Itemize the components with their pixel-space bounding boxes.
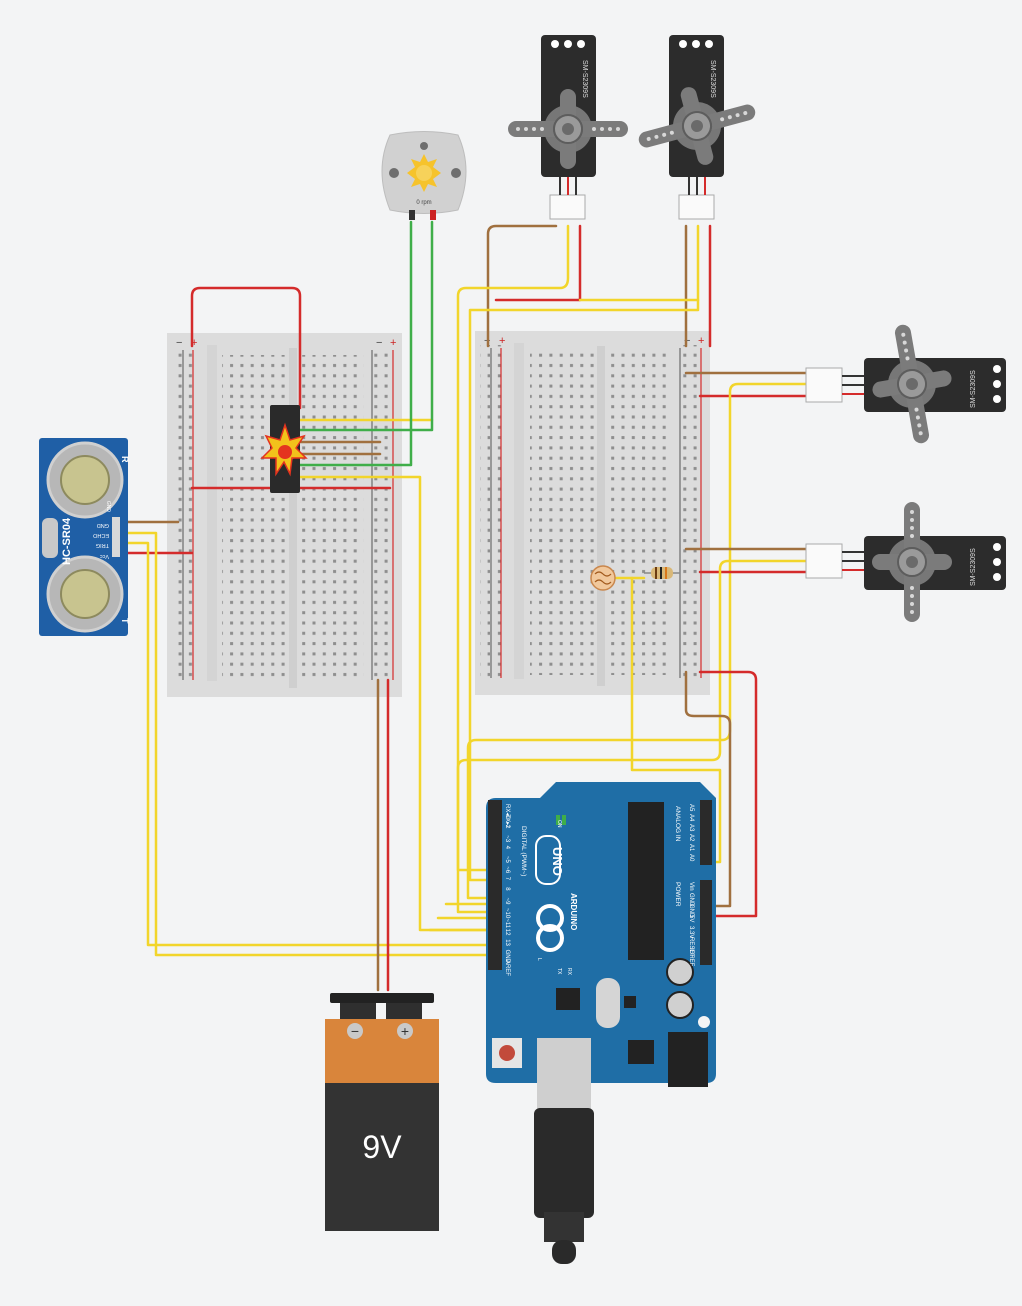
breadboard-left[interactable] — [167, 333, 402, 697]
arduino-power-pin-1: GND — [688, 893, 694, 907]
battery-minus-terminal: − — [351, 1023, 359, 1039]
bb1-rail-minus-label: − — [176, 337, 182, 349]
wires — [118, 220, 812, 992]
servo-top-1[interactable] — [507, 35, 629, 220]
breadboard-right[interactable] — [475, 331, 710, 695]
arduino-digital-pin-7: 7 — [504, 877, 510, 881]
bb1-rail-plus-label-right: + — [390, 337, 396, 349]
arduino-power-pin-6: IOREF — [688, 948, 694, 967]
servo-right-2-label: SM-S2309S — [970, 548, 977, 586]
servo-top-2-label: SM-S2309S — [709, 60, 716, 98]
battery-voltage-label: 9V — [362, 1129, 402, 1165]
motor-rpm-readout: 0 rpm — [416, 200, 431, 206]
arduino-digital-pin-2: 2 — [504, 825, 510, 829]
ultrasonic-t-mark: T — [120, 618, 130, 624]
arduino-digital-pin-8: 8 — [504, 887, 510, 891]
arduino-digital-pin-1: TX▸1 — [504, 814, 510, 829]
arduino-digital-pin-12: 12 — [504, 929, 510, 936]
ultrasonic-r-mark: R — [120, 456, 130, 463]
arduino-digital-pin-10: ~10 — [504, 908, 510, 919]
battery-plus-terminal: + — [401, 1023, 409, 1039]
arduino-on-label: ON — [556, 820, 562, 828]
servo-right-2[interactable] — [805, 501, 1006, 623]
arduino-digital-pin-6: ~6 — [504, 866, 510, 874]
arduino-digital-label: DIGITAL (PWM~) — [520, 826, 527, 876]
dc-motor[interactable] — [381, 131, 467, 221]
arduino-analog-label: ANALOG IN — [674, 806, 681, 842]
battery-9v[interactable] — [325, 993, 439, 1231]
servo-right-1[interactable] — [805, 318, 1006, 450]
arduino-led-tx: TX — [556, 968, 562, 975]
ultrasonic-pin-gnd-label: GND — [97, 522, 109, 528]
bb2-rail-plus-label-right: + — [698, 335, 704, 347]
ultrasonic-sensor[interactable] — [39, 438, 128, 636]
arduino-digital-pin-4: 4 — [504, 846, 510, 850]
arduino-digital-pin-14: GND — [504, 950, 510, 964]
arduino-power-pin-2: GND — [688, 904, 694, 918]
arduino-power-pin-0: Vin — [688, 882, 694, 891]
bb1-rail-minus-label-right: − — [376, 337, 382, 349]
arduino-analog-pin-3: A2 — [688, 834, 694, 842]
resistor[interactable] — [644, 567, 680, 579]
arduino-digital-pin-11: ~11 — [504, 918, 510, 928]
arduino-digital-pin-9: ~9 — [504, 898, 510, 906]
arduino-led-l: L — [536, 958, 542, 961]
arduino-power-pin-3: 5V — [688, 915, 694, 922]
ultrasonic-model-label: HC-SR04 — [61, 517, 73, 565]
arduino-power-label: POWER — [674, 882, 681, 907]
motor-driver-chip[interactable] — [260, 405, 308, 493]
arduino-led-rx: RX — [566, 968, 572, 976]
arduino-brand-label: ARDUINO — [569, 893, 578, 930]
servo-top-2[interactable] — [629, 35, 766, 220]
arduino-digital-pin-15: AREF — [504, 960, 510, 976]
arduino-digital-pin-5: ~5 — [504, 856, 510, 864]
arduino-digital-pin-0: RX◂0 — [504, 804, 510, 819]
arduino-uno[interactable] — [486, 782, 716, 1264]
arduino-power-pin-4: 3.3V — [688, 926, 694, 938]
servo-top-1-label: SM-S2309S — [581, 60, 588, 98]
arduino-digital-pin-13: 13 — [504, 939, 510, 946]
arduino-analog-pin-1: A4 — [688, 814, 694, 822]
arduino-analog-pin-2: A3 — [688, 824, 694, 832]
arduino-analog-pin-4: A1 — [688, 844, 694, 852]
ultrasonic-pin-trig-label: TRIG — [96, 542, 109, 548]
arduino-digital-pin-3: ~3 — [504, 835, 510, 843]
arduino-analog-pin-5: A0 — [688, 854, 694, 862]
ultrasonic-pin-labels: GND ECHO TRIG Vcc — [92, 522, 109, 559]
servo-right-1-label: SM-S2309S — [970, 370, 977, 408]
bb1-rail-plus-label: + — [191, 337, 197, 349]
ultrasonic-pin-vcc-label: Vcc — [100, 553, 109, 559]
arduino-analog-pin-0: A5 — [688, 804, 694, 812]
photoresistor[interactable] — [590, 565, 616, 591]
bb2-rail-plus-label: + — [499, 335, 505, 347]
ultrasonic-pin-gnd: GND — [105, 501, 111, 513]
arduino-model-label: UNO — [550, 847, 565, 876]
arduino-power-pin-5: RESET — [688, 937, 694, 957]
ultrasonic-pin-echo-label: ECHO — [92, 532, 109, 538]
